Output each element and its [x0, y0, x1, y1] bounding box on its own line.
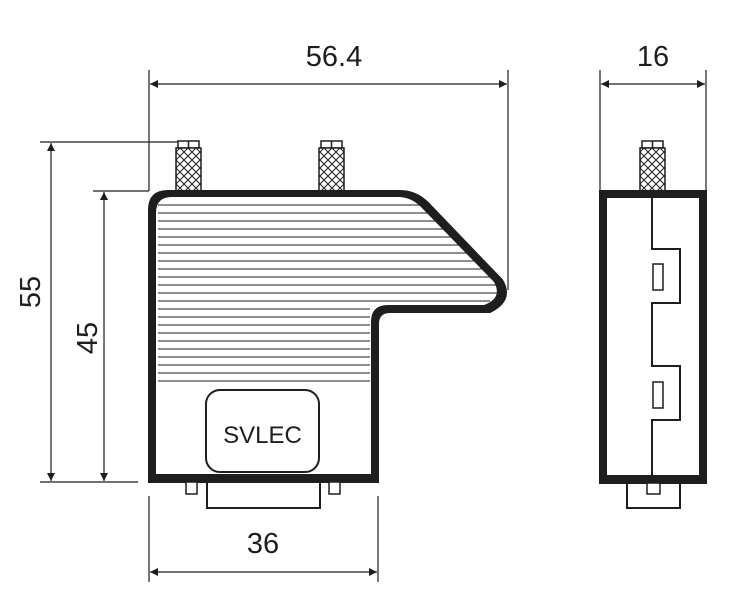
dimension-label-base-width: 36 [247, 528, 279, 560]
side-view: 16 [599, 41, 707, 509]
dsub-plug [185, 481, 341, 509]
connector-body [148, 190, 507, 483]
brand-label-plate: SVLEC [205, 389, 320, 473]
screw-right [318, 140, 345, 195]
dimension-side-width: 16 [599, 41, 707, 191]
dimension-label-overall-width: 56.4 [306, 41, 362, 73]
dimension-overall-height: 55 [15, 141, 178, 483]
dimension-base-width: 36 [148, 496, 379, 582]
brand-label: SVLEC [223, 422, 302, 449]
front-view: SVLEC 56.4 55 45 [15, 41, 509, 582]
dimension-body-height: 45 [72, 190, 149, 481]
side-screw [639, 140, 666, 195]
dimension-overall-width: 56.4 [148, 41, 509, 290]
dimension-label-body-height: 45 [72, 322, 104, 354]
side-body [599, 190, 707, 484]
side-plug [626, 482, 681, 509]
dimension-label-side-width: 16 [637, 41, 669, 73]
screw-left [175, 140, 202, 195]
dimension-label-overall-height: 55 [15, 276, 47, 308]
grip-ribs [158, 204, 498, 382]
